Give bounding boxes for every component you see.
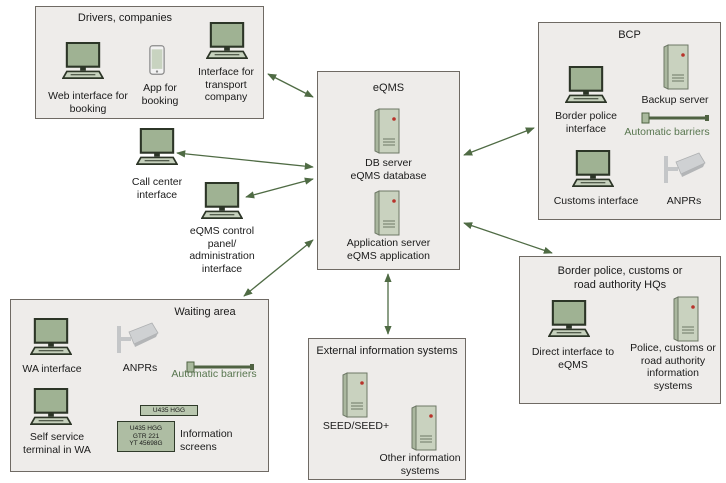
drivers-companies-title: Drivers, companies [77,12,173,24]
db-server-label: DB server eQMS database [350,157,427,182]
arrow-eqms-bcp [463,127,535,156]
waiting-barriers-label: Automatic barriers [171,368,257,380]
bcp-box [538,22,721,220]
info-screen-icon: U435 HGG [140,405,198,416]
computer-icon [201,182,243,220]
camera-icon [663,150,707,184]
computer-icon [565,66,607,104]
bcp-anpr-label: ANPRs [666,195,702,207]
server-icon [342,372,368,418]
arrow-drivers-eqms [267,73,314,98]
computer-icon [206,22,248,60]
server-icon [411,405,437,451]
seed-label: SEED/SEED+ [322,420,390,432]
control-panel-label: eQMS control panel/ administration inter… [189,225,255,275]
info-screens-label: Information screens [180,428,233,453]
waiting-area-title: Waiting area [174,306,236,318]
wa-interface-label: WA interface [22,363,82,375]
computer-icon [30,318,72,356]
external-systems-title: External information systems [316,345,458,357]
server-icon [374,190,400,236]
server-icon [374,108,400,154]
app-booking-label: App for booking [141,82,179,107]
external-systems-box [308,338,466,480]
phone-icon [149,43,165,77]
web-booking-label: Web interface for booking [48,90,128,115]
app-server-label: Application server eQMS application [346,237,431,262]
other-systems-label: Other information systems [379,452,461,477]
eqms-box [317,71,460,270]
self-service-label: Self service terminal in WA [23,431,91,456]
call-center-label: Call center interface [131,176,183,201]
bcp-title: BCP [618,29,641,41]
backup-server-label: Backup server [641,94,709,106]
customs-interface-label: Customs interface [553,195,639,207]
arrow-control-eqms [245,177,314,199]
server-icon [663,44,689,90]
direct-interface-label: Direct interface to eQMS [531,346,615,371]
computer-icon [136,128,178,166]
transport-interface-label: Interface for transport company [197,66,255,103]
computer-icon [548,300,590,338]
camera-icon [116,320,160,354]
hq-title: Border police, customs or road authority… [557,265,683,291]
computer-icon [572,150,614,188]
border-police-label: Border police interface [555,110,617,135]
eqms-title: eQMS [372,82,405,94]
hq-systems-label: Police, customs or road authority inform… [630,342,716,392]
server-icon [673,296,699,342]
bcp-barriers-label: Automatic barriers [624,126,710,138]
arrow-callcenter-eqms [176,150,314,170]
arrow-eqms-hq [463,222,553,254]
computer-icon [30,388,72,426]
computer-icon [62,42,104,80]
waiting-anpr-label: ANPRs [122,362,158,374]
info-screen-icon: U435 HGG GTR 221 YT 45698G [117,421,175,452]
barrier-icon [641,112,711,124]
